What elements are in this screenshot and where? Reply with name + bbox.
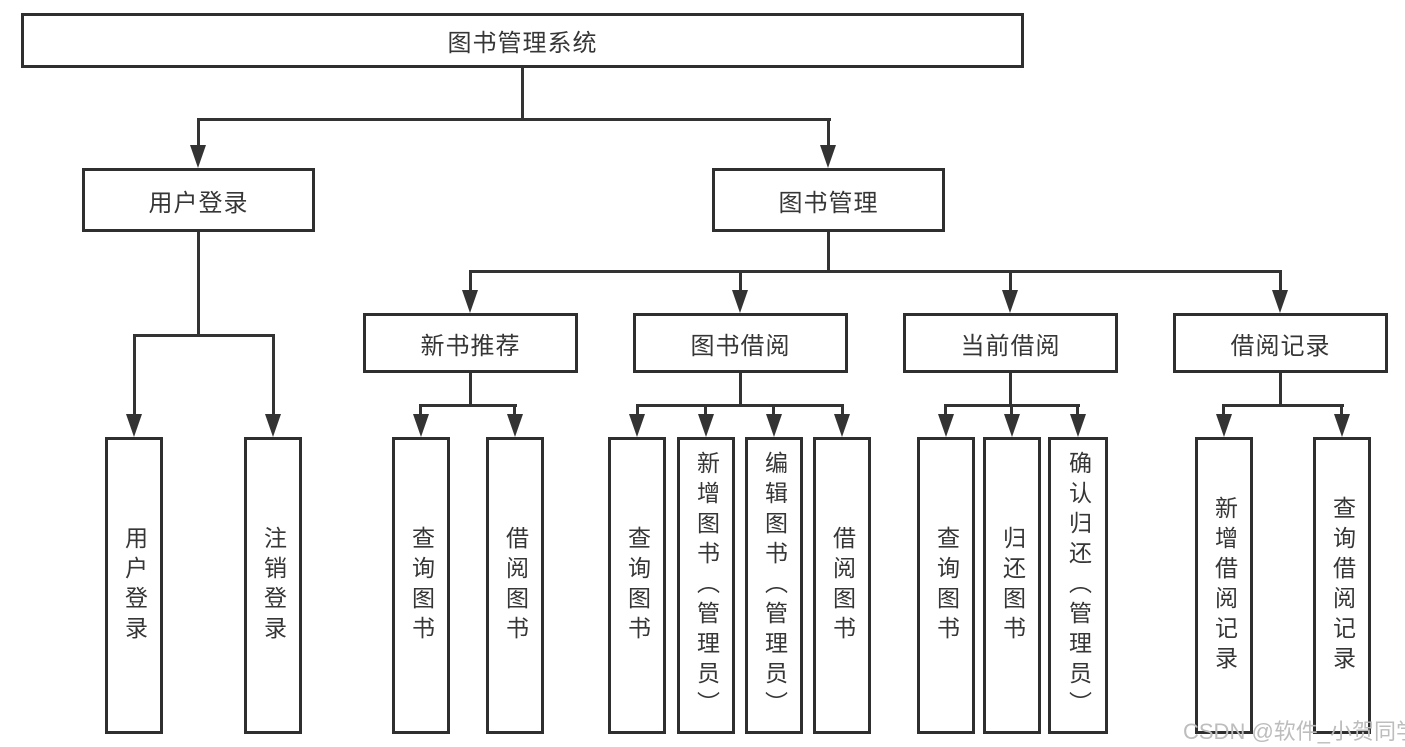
connector-line bbox=[521, 68, 524, 119]
connector-line bbox=[739, 373, 742, 406]
connector-line bbox=[827, 232, 830, 272]
connector-line bbox=[197, 232, 200, 336]
connector-line bbox=[419, 404, 517, 407]
leaf-confirm-return-admin: 确认归还（管理员） bbox=[1048, 437, 1108, 734]
arrow-down-icon bbox=[1004, 414, 1020, 437]
arrow-down-icon bbox=[1002, 290, 1018, 313]
leaf-borrow-books-borrowing: 借阅图书 bbox=[813, 437, 871, 734]
connector-line bbox=[636, 404, 844, 407]
node-root-label: 图书管理系统 bbox=[447, 30, 598, 57]
node-book-borrowing: 图书借阅 bbox=[633, 313, 848, 373]
connector-line bbox=[469, 373, 472, 406]
arrow-down-icon bbox=[732, 290, 748, 313]
leaf-borrow-books-recommend: 借阅图书 bbox=[486, 437, 544, 734]
leaf-user-login-label: 用户登录 bbox=[121, 525, 148, 646]
leaf-add-borrow-record-label: 新增借阅记录 bbox=[1211, 495, 1238, 676]
arrow-down-icon bbox=[834, 414, 850, 437]
connector-line bbox=[133, 334, 136, 418]
node-current-borrowing: 当前借阅 bbox=[903, 313, 1118, 373]
connector-line bbox=[1279, 373, 1282, 406]
arrow-down-icon bbox=[462, 290, 478, 313]
node-book-management: 图书管理 bbox=[712, 168, 945, 232]
arrow-down-icon bbox=[190, 145, 206, 168]
connector-line bbox=[1279, 270, 1282, 292]
leaf-add-borrow-record: 新增借阅记录 bbox=[1195, 437, 1253, 734]
arrow-down-icon bbox=[698, 414, 714, 437]
node-borrow-records-label: 借阅记录 bbox=[1230, 332, 1331, 360]
connector-line bbox=[469, 270, 1282, 273]
connector-line bbox=[944, 404, 947, 418]
connector-line bbox=[1076, 404, 1079, 418]
arrow-down-icon bbox=[507, 414, 523, 437]
leaf-return-books: 归还图书 bbox=[983, 437, 1041, 734]
leaf-borrow-books-borrowing-label: 借阅图书 bbox=[829, 525, 856, 646]
node-root: 图书管理系统 bbox=[21, 13, 1024, 68]
connector-line bbox=[1222, 404, 1344, 407]
leaf-logout: 注销登录 bbox=[244, 437, 302, 734]
connector-line bbox=[841, 404, 844, 418]
leaf-query-books-current: 查询图书 bbox=[917, 437, 975, 734]
connector-line bbox=[1009, 270, 1012, 292]
node-current-borrowing-label: 当前借阅 bbox=[960, 332, 1061, 360]
arrow-down-icon bbox=[1272, 290, 1288, 313]
connector-line bbox=[1222, 404, 1225, 418]
leaf-query-books-borrowing-label: 查询图书 bbox=[624, 525, 651, 646]
node-book-borrowing-label: 图书借阅 bbox=[690, 332, 791, 360]
connector-line bbox=[739, 270, 742, 292]
arrow-down-icon bbox=[820, 145, 836, 168]
connector-line bbox=[272, 334, 275, 418]
arrow-down-icon bbox=[629, 414, 645, 437]
leaf-edit-books-admin: 编辑图书（管理员） bbox=[745, 437, 803, 734]
leaf-confirm-return-admin-label: 确认归还（管理员） bbox=[1065, 450, 1092, 721]
arrow-down-icon bbox=[413, 414, 429, 437]
connector-line bbox=[419, 404, 422, 418]
leaf-query-books-current-label: 查询图书 bbox=[933, 525, 960, 646]
leaf-add-books-admin: 新增图书（管理员） bbox=[677, 437, 735, 734]
arrow-down-icon bbox=[1216, 414, 1232, 437]
arrow-down-icon bbox=[1334, 414, 1350, 437]
node-book-management-label: 图书管理 bbox=[778, 189, 879, 217]
leaf-query-books-recommend-label: 查询图书 bbox=[408, 525, 435, 646]
connector-line bbox=[1340, 404, 1343, 418]
leaf-logout-label: 注销登录 bbox=[260, 525, 287, 646]
leaf-query-books-recommend: 查询图书 bbox=[392, 437, 450, 734]
connector-line bbox=[197, 118, 831, 121]
connector-line bbox=[1010, 404, 1013, 418]
node-new-book-recommend: 新书推荐 bbox=[363, 313, 578, 373]
arrow-down-icon bbox=[938, 414, 954, 437]
leaf-user-login: 用户登录 bbox=[105, 437, 163, 734]
connector-line bbox=[197, 118, 200, 148]
csdn-watermark: CSDN @软件_小贺同学 bbox=[1183, 719, 1405, 744]
node-borrow-records: 借阅记录 bbox=[1173, 313, 1388, 373]
connector-line bbox=[827, 118, 830, 148]
node-user-login: 用户登录 bbox=[82, 168, 315, 232]
connector-line bbox=[636, 404, 639, 418]
arrow-down-icon bbox=[1070, 414, 1086, 437]
leaf-borrow-books-recommend-label: 借阅图书 bbox=[502, 525, 529, 646]
connector-line bbox=[513, 404, 516, 418]
leaf-add-books-admin-label: 新增图书（管理员） bbox=[693, 450, 720, 721]
connector-line bbox=[133, 334, 275, 337]
leaf-query-borrow-record-label: 查询借阅记录 bbox=[1329, 495, 1356, 676]
connector-line bbox=[704, 404, 707, 418]
arrow-down-icon bbox=[126, 414, 142, 437]
leaf-return-books-label: 归还图书 bbox=[999, 525, 1026, 646]
arrow-down-icon bbox=[265, 414, 281, 437]
connector-line bbox=[1009, 373, 1012, 406]
node-user-login-label: 用户登录 bbox=[148, 189, 249, 217]
arrow-down-icon bbox=[766, 414, 782, 437]
leaf-edit-books-admin-label: 编辑图书（管理员） bbox=[761, 450, 788, 721]
leaf-query-borrow-record: 查询借阅记录 bbox=[1313, 437, 1371, 734]
connector-line bbox=[469, 270, 472, 292]
connector-line bbox=[772, 404, 775, 418]
node-new-book-recommend-label: 新书推荐 bbox=[420, 332, 521, 360]
leaf-query-books-borrowing: 查询图书 bbox=[608, 437, 666, 734]
